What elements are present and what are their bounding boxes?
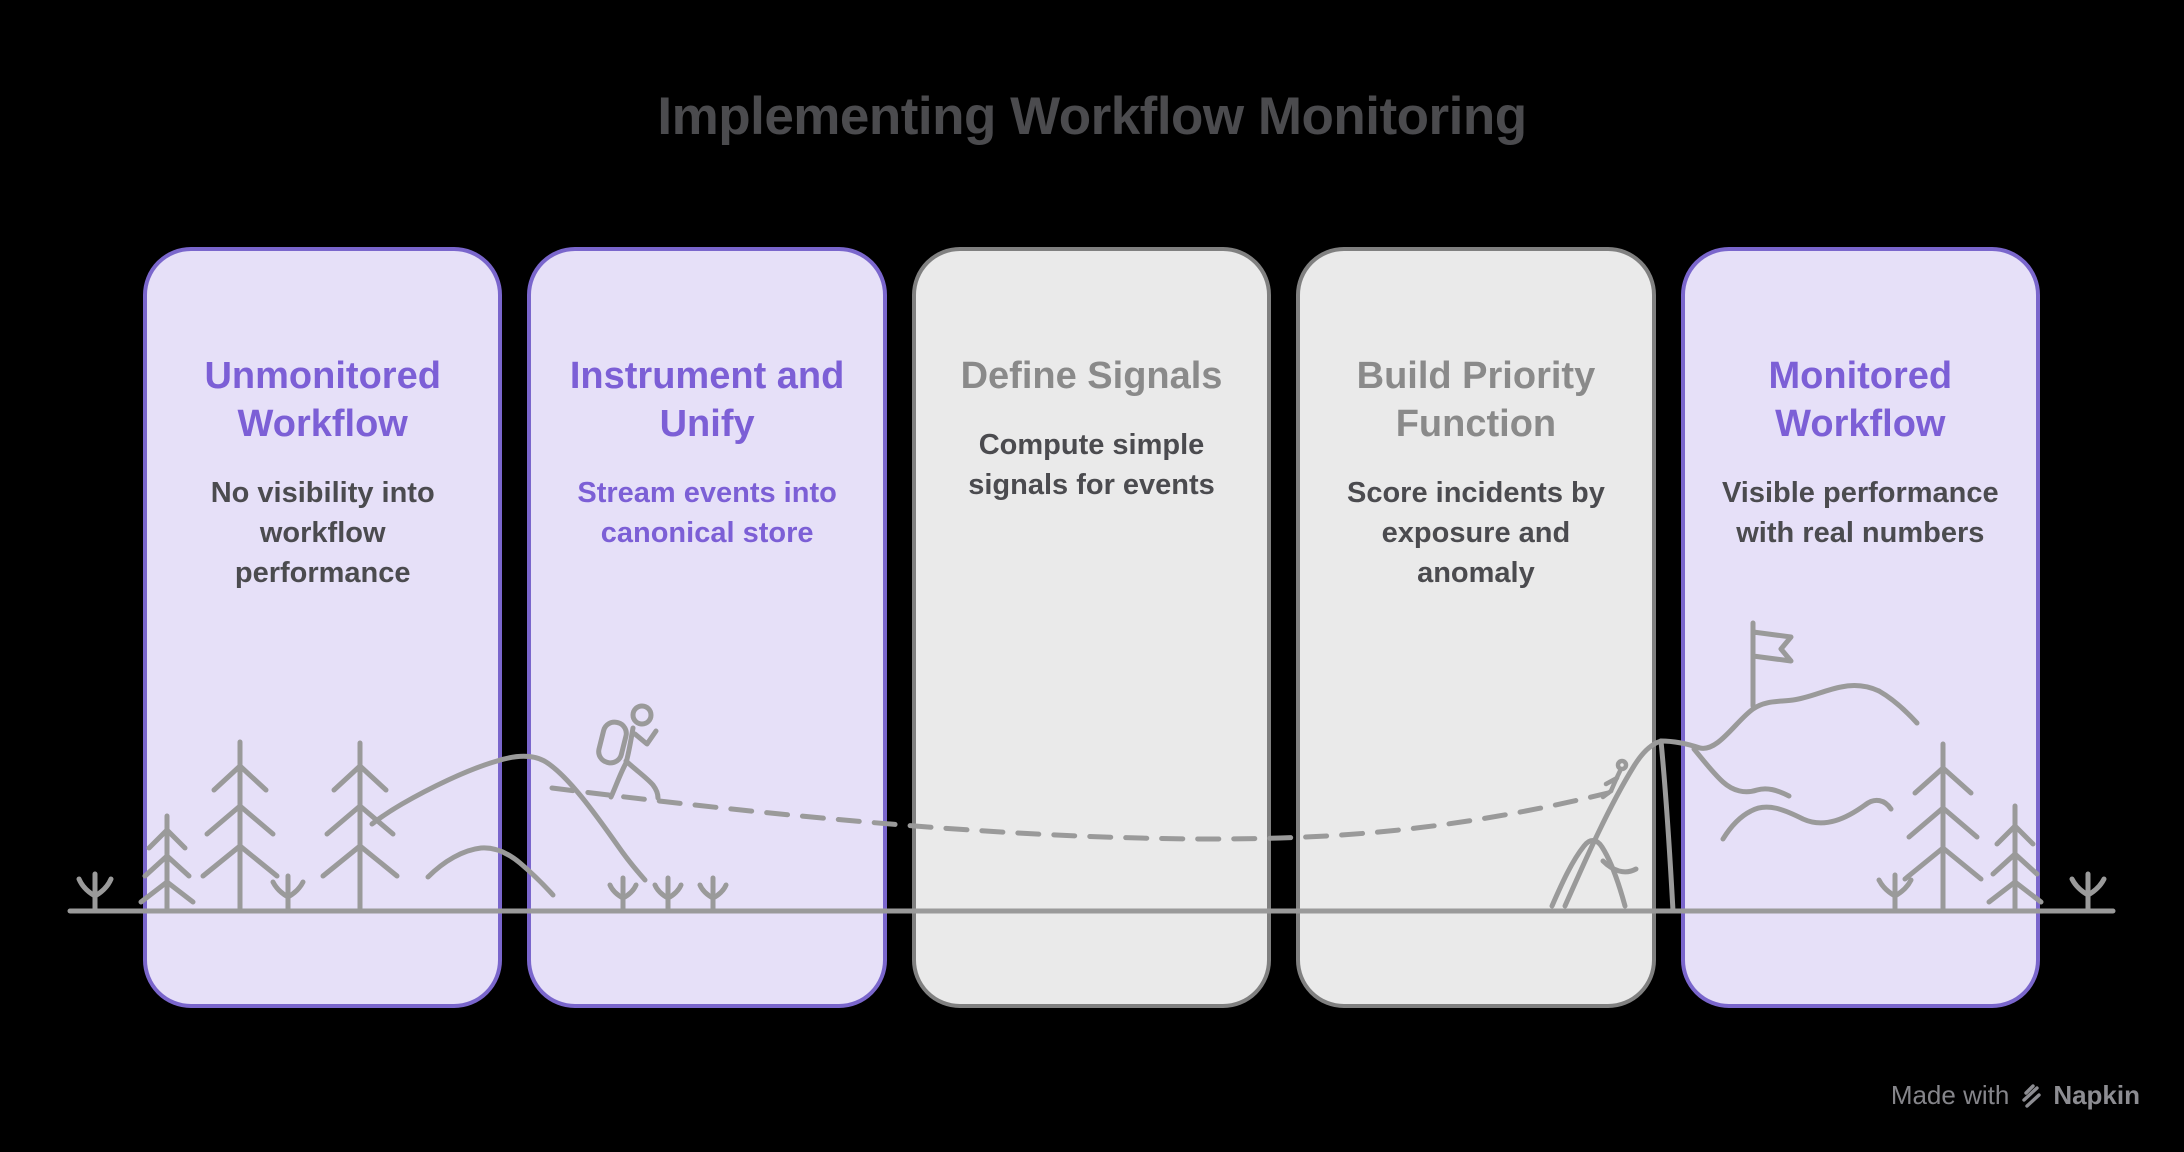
card-heading: Build Priority Function	[1356, 355, 1596, 445]
stage-card-unmonitored-workflow: Unmonitored Workflow No visibility into …	[143, 247, 503, 1008]
napkin-logo-icon	[2022, 1083, 2042, 1108]
card-heading: Monitored Workflow	[1768, 355, 1953, 445]
card-heading: Instrument and Unify	[569, 355, 845, 445]
stage-card-instrument-and-unify: Instrument and Unify Stream events into …	[527, 247, 887, 1008]
watermark-brand: Napkin	[2053, 1080, 2140, 1110]
stage-card-build-priority-function: Build Priority Function Score incidents …	[1296, 247, 1656, 1008]
card-body: Visible performance with real numbers	[1721, 476, 1999, 549]
card-body: Score incidents by exposure and anomaly	[1346, 476, 1605, 589]
page-title: Implementing Workflow Monitoring	[657, 87, 1527, 146]
card-heading: Unmonitored Workflow	[204, 355, 441, 445]
card-body: No visibility into workflow performance	[210, 476, 435, 589]
watermark-prefix: Made with	[1890, 1080, 2010, 1110]
sprout-icon	[2069, 871, 2107, 914]
stage-cards-row: Unmonitored Workflow No visibility into …	[143, 247, 2041, 1008]
card-body: Compute simple signals for events	[968, 428, 1215, 501]
sprout-icon	[76, 871, 114, 914]
stage-card-define-signals: Define Signals Compute simple signals fo…	[911, 247, 1272, 1008]
card-body: Stream events into canonical store	[577, 476, 837, 549]
watermark: Made with Napkin	[1891, 1080, 2140, 1111]
stage-card-monitored-workflow: Monitored Workflow Visible performance w…	[1680, 247, 2041, 1008]
card-heading: Define Signals	[960, 355, 1223, 397]
